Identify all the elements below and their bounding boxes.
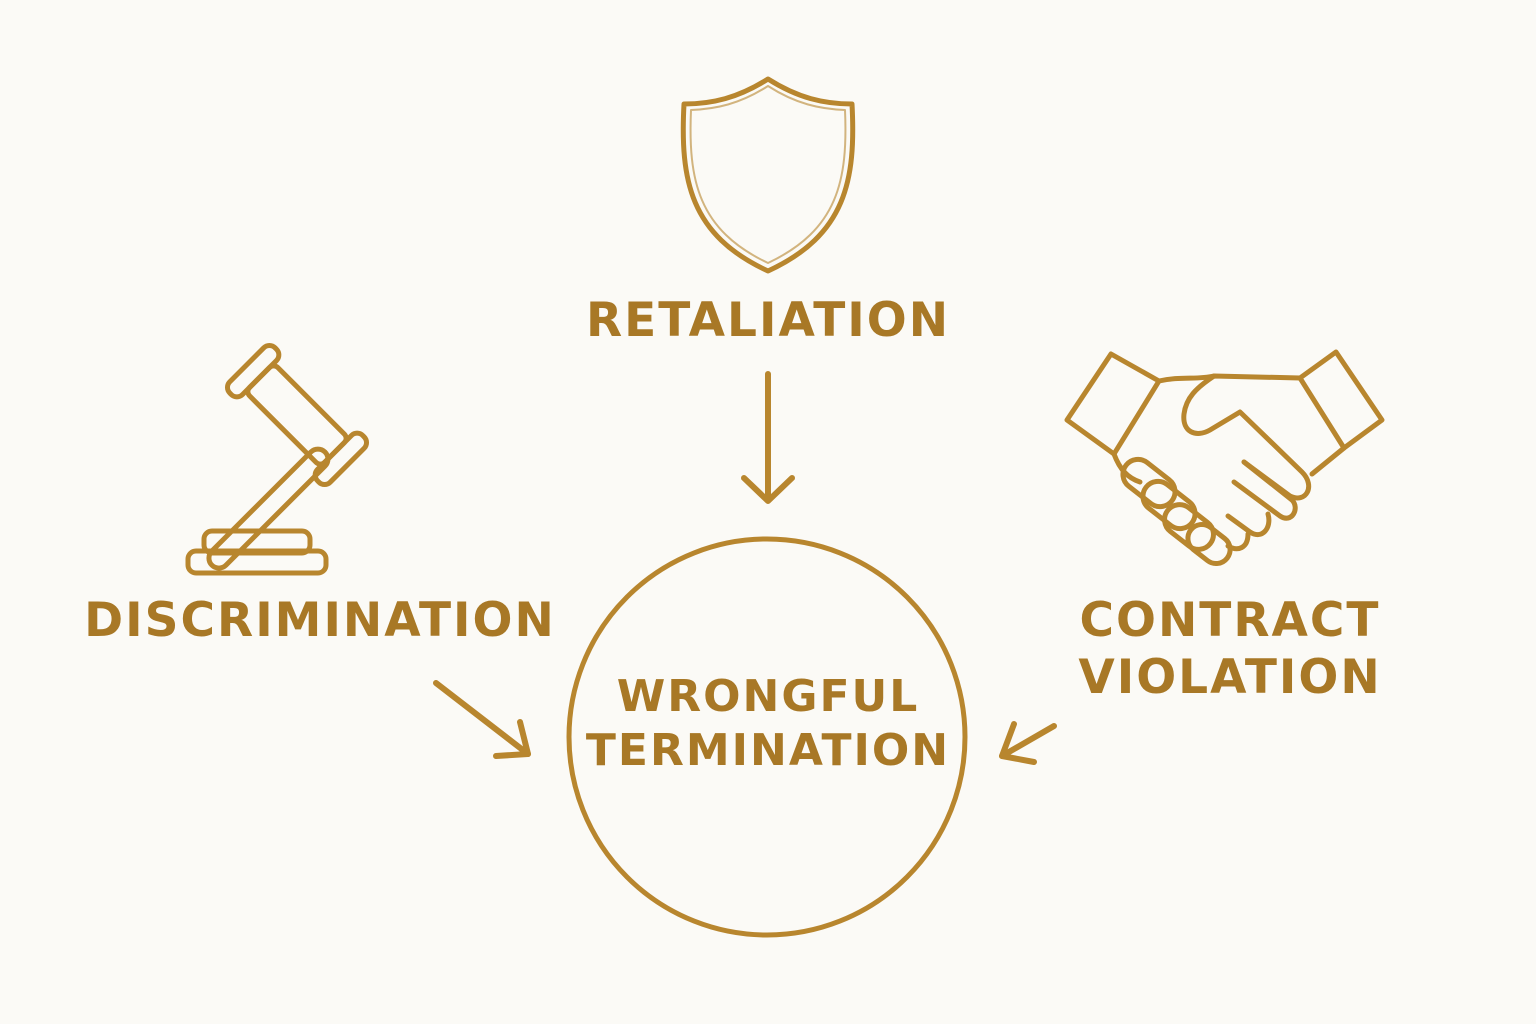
gavel-icon — [185, 342, 370, 576]
center-line2: TERMINATION — [585, 724, 951, 776]
shield-icon — [680, 76, 856, 274]
discrimination-label: DISCRIMINATION — [60, 592, 580, 649]
retaliation-label: RETALIATION — [568, 292, 968, 349]
contract-line1: CONTRACT — [1079, 593, 1381, 648]
center-line1: WRONGFUL — [616, 671, 920, 722]
contract-line2: VIOLATION — [1078, 650, 1382, 706]
arrow-discrimination — [433, 680, 531, 759]
wrongful-termination-label: WRONGFUL TERMINATION — [570, 670, 966, 777]
arrow-contract — [999, 721, 1057, 765]
discrimination-text: DISCRIMINATION — [84, 593, 556, 648]
retaliation-text: RETALIATION — [585, 293, 951, 348]
contract-violation-label: CONTRACT VIOLATION — [1040, 592, 1420, 707]
handshake-icon — [1064, 349, 1385, 567]
center-circle — [566, 536, 968, 938]
arrow-retaliation — [741, 371, 795, 504]
